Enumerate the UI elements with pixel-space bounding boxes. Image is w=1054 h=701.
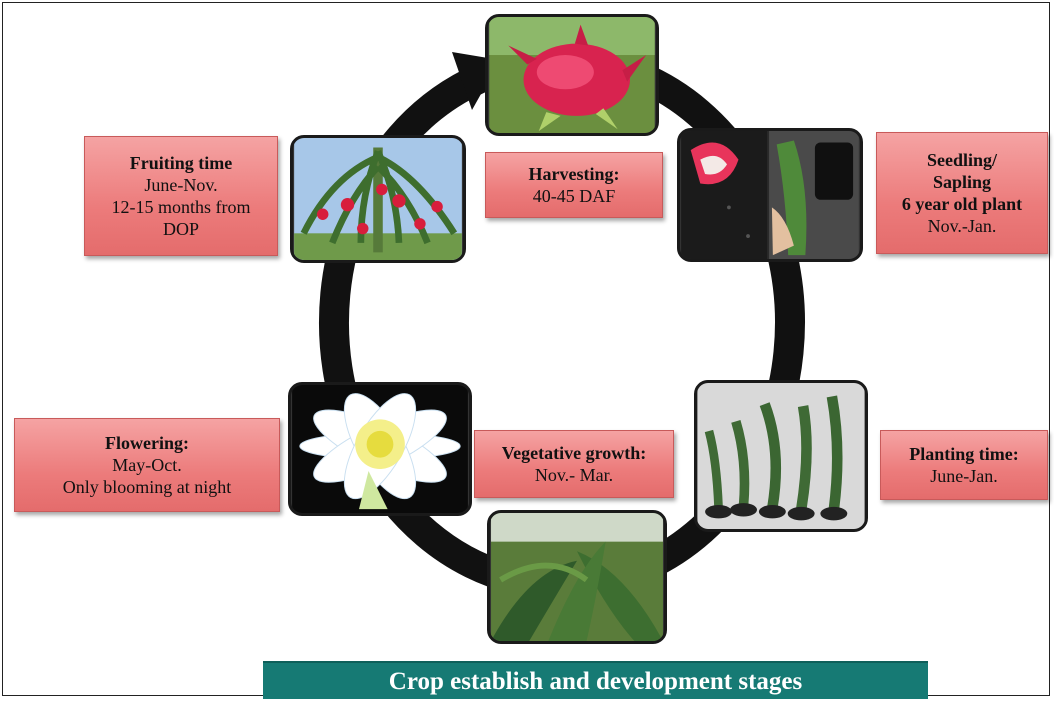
vegetative-title: Vegetative growth: <box>479 442 669 464</box>
vegetative-line: Nov.- Mar. <box>479 464 669 486</box>
white-flower-photo <box>288 382 472 516</box>
fruiting-plant-photo <box>290 135 466 263</box>
dragon-fruit-photo <box>485 14 659 136</box>
flowering-line-2: Only blooming at night <box>19 476 275 498</box>
seedling-title: Seedling/ <box>881 149 1043 171</box>
diagram-caption: Crop establish and development stages <box>263 661 928 699</box>
planting-label: Planting time: June-Jan. <box>880 430 1048 500</box>
fruiting-label: Fruiting time June-Nov. 12-15 months fro… <box>84 136 278 256</box>
fruiting-title: Fruiting time <box>89 152 273 174</box>
seedling-title-2: Sapling <box>881 171 1043 193</box>
flowering-line-1: May-Oct. <box>19 454 275 476</box>
vegetative-label: Vegetative growth: Nov.- Mar. <box>474 430 674 498</box>
planting-line: June-Jan. <box>885 465 1043 487</box>
planting-title: Planting time: <box>885 443 1043 465</box>
cuttings-photo <box>694 380 868 532</box>
fruiting-line-2: 12-15 months from <box>89 196 273 218</box>
flowering-title: Flowering: <box>19 432 275 454</box>
seedling-title-3: 6 year old plant <box>881 193 1043 215</box>
harvesting-title: Harvesting: <box>490 163 658 185</box>
fruiting-line-1: June-Nov. <box>89 174 273 196</box>
harvesting-label: Harvesting: 40-45 DAF <box>485 152 663 218</box>
seeds-and-sapling-photo <box>677 128 863 262</box>
seedling-line: Nov.-Jan. <box>881 215 1043 237</box>
fruiting-line-3: DOP <box>89 218 273 240</box>
cactus-plant-photo <box>487 510 667 644</box>
flowering-label: Flowering: May-Oct. Only blooming at nig… <box>14 418 280 512</box>
harvesting-line: 40-45 DAF <box>490 185 658 207</box>
seedling-label: Seedling/ Sapling 6 year old plant Nov.-… <box>876 132 1048 254</box>
